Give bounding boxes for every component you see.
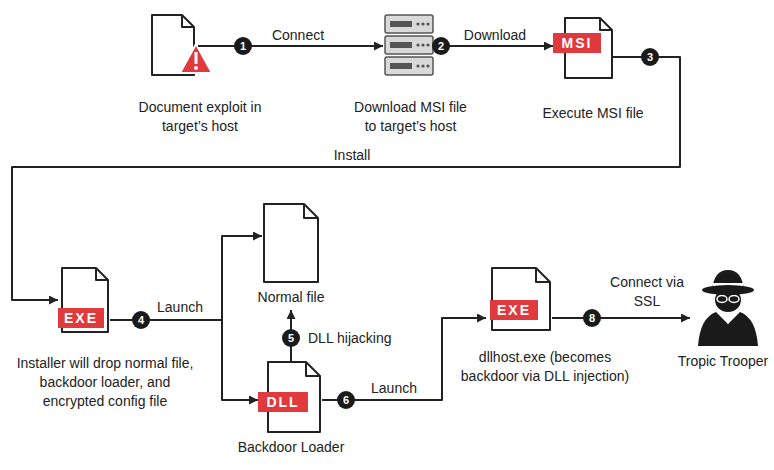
msi-file-node: MSIExecute MSI file [553, 18, 613, 78]
spy-figure [698, 312, 758, 346]
flow-arrow [198, 45, 383, 47]
server-icon [390, 63, 412, 69]
file-type-badge: DLL [258, 392, 308, 412]
edge-label: Connect [261, 26, 335, 45]
spy-figure [729, 296, 739, 303]
server-icon [385, 15, 433, 33]
edge-label: DLL hijacking [306, 329, 410, 348]
node-caption: Backdoor Loader [221, 438, 361, 457]
exe-file-icon [492, 268, 550, 330]
callout-number: 4 [132, 311, 150, 329]
node-caption: dllhost.exe (becomes backdoor via DLL in… [450, 348, 640, 386]
exe-file-icon [96, 268, 108, 280]
server-icon [421, 64, 424, 67]
server-icon [426, 43, 429, 46]
spy-figure [702, 285, 754, 295]
file-type-badge: MSI [553, 33, 601, 53]
exe-file-icon [492, 268, 550, 330]
edge-label: Download [453, 26, 537, 45]
flow-arrow [110, 236, 262, 320]
flow-arrow [552, 317, 690, 319]
file-node: Normal file [262, 204, 320, 282]
file-badge [58, 308, 104, 328]
callout-number: 8 [583, 309, 601, 327]
server-icon [421, 43, 424, 46]
normal-file-icon [304, 204, 318, 218]
spy-figure [698, 270, 758, 346]
dll-node: DLLBackdoor Loader [258, 362, 322, 432]
node-caption: Execute MSI file [523, 104, 663, 123]
warning-icon [180, 44, 212, 73]
callout-number: 3 [641, 48, 659, 66]
warning-icon [180, 44, 212, 73]
server-icon [426, 22, 429, 25]
flow-arrow [12, 57, 680, 300]
edge-label: Launch [362, 379, 426, 398]
node-caption: Normal file [231, 288, 351, 307]
callout-number: 6 [337, 391, 355, 409]
node-caption: Download MSI file to target’s host [348, 98, 473, 136]
actor-node: Tropic Trooper [690, 268, 768, 346]
normal-file-icon [264, 204, 318, 282]
spy-figure [717, 296, 727, 303]
file-badge [258, 392, 308, 412]
server-icon [390, 42, 412, 48]
node-caption: Installer will drop normal file, backdoo… [10, 354, 200, 411]
server-icon [390, 21, 412, 27]
document-icon [182, 15, 194, 27]
server-icon [421, 22, 424, 25]
warning-icon [194, 66, 198, 70]
server-icon [385, 36, 433, 54]
callout-number: 1 [234, 37, 252, 55]
node-caption: Tropic Trooper [675, 352, 771, 371]
installer-node: EXEInstaller will drop normal file, back… [58, 268, 110, 332]
msi-file-icon [600, 18, 612, 30]
callout-number: 2 [432, 37, 450, 55]
spy-figure [722, 314, 734, 324]
edge-label: Install [320, 146, 384, 165]
file-badge [553, 33, 601, 53]
warning-icon [195, 52, 198, 64]
document-node: Document exploit in target’s host [150, 15, 198, 77]
file-badge [490, 300, 538, 320]
server-icon [416, 22, 419, 25]
exe-file-icon [536, 268, 550, 282]
server-icon [385, 15, 433, 75]
file-type-badge: EXE [490, 300, 538, 320]
dll-file-icon [306, 362, 320, 376]
server-icon [416, 43, 419, 46]
edge-label: Connect via SSL [604, 273, 690, 311]
server-icon [385, 57, 433, 75]
node-caption: Document exploit in target’s host [125, 98, 275, 136]
callout-number: 5 [282, 329, 300, 347]
exe-node: EXEdllhost.exe (becomes backdoor via DLL… [486, 268, 552, 330]
flow-arrow [435, 45, 553, 47]
server-node: Download MSI file to target’s host [383, 14, 435, 76]
edge-label: Launch [148, 298, 212, 317]
file-type-badge: EXE [58, 308, 104, 328]
server-icon [416, 64, 419, 67]
server-icon [426, 64, 429, 67]
normal-file-icon [264, 204, 318, 282]
